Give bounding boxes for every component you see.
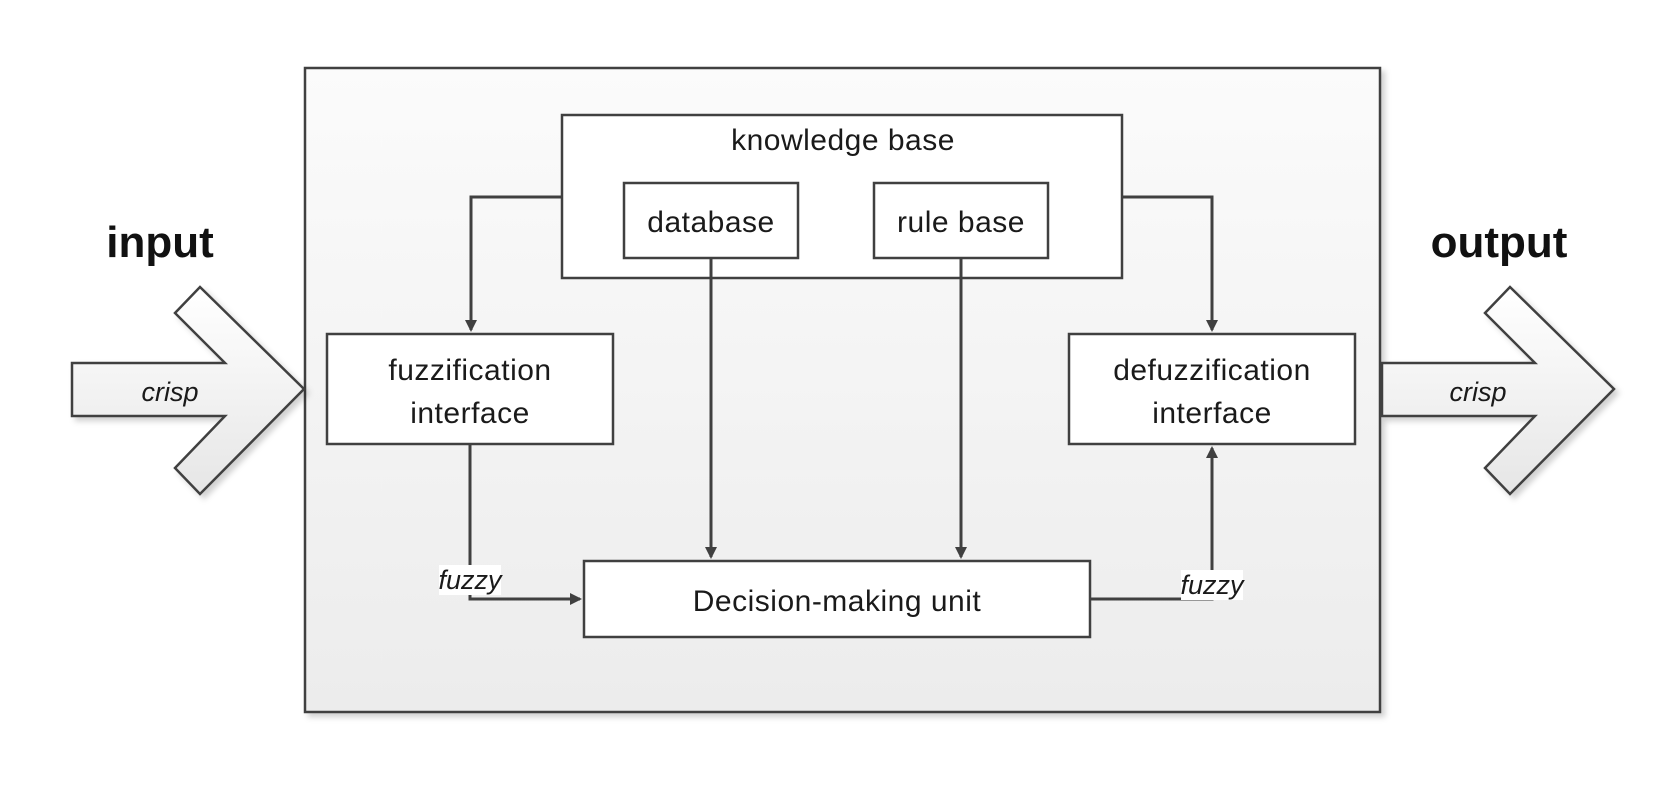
input-arrow (70, 285, 306, 496)
fuzzy-left-label-bg (439, 565, 501, 595)
fuzzification-line1: fuzzification (388, 354, 551, 387)
fuzzy-right-label: fuzzy (1180, 570, 1245, 600)
fuzzy-right-label-bg (1181, 570, 1243, 600)
fuzzification-to-decision-arrow (468, 444, 582, 605)
input-label: input (106, 218, 214, 267)
rule-base-label: rule base (897, 206, 1025, 239)
output-arrow-label: crisp (1449, 377, 1506, 407)
fuzzification-line2: interface (410, 397, 530, 430)
input-arrow-label: crisp (141, 377, 198, 407)
database-box (622, 181, 800, 260)
output-arrow (1380, 285, 1616, 496)
rule-base-box (872, 181, 1050, 260)
fuzzy-left-label: fuzzy (438, 565, 503, 595)
output-label: output (1431, 218, 1568, 267)
kb-to-defuzzification-arrow (1122, 195, 1218, 332)
defuzzification-box (1067, 332, 1357, 446)
decision-unit-label: Decision-making unit (693, 585, 982, 618)
defuzzification-line2: interface (1152, 397, 1272, 430)
kb-to-fuzzification-arrow (465, 195, 562, 332)
fuzzification-box (325, 332, 615, 446)
database-label: database (647, 206, 774, 239)
knowledge-base-title: knowledge base (731, 124, 955, 157)
defuzzification-line1: defuzzification (1113, 354, 1311, 387)
